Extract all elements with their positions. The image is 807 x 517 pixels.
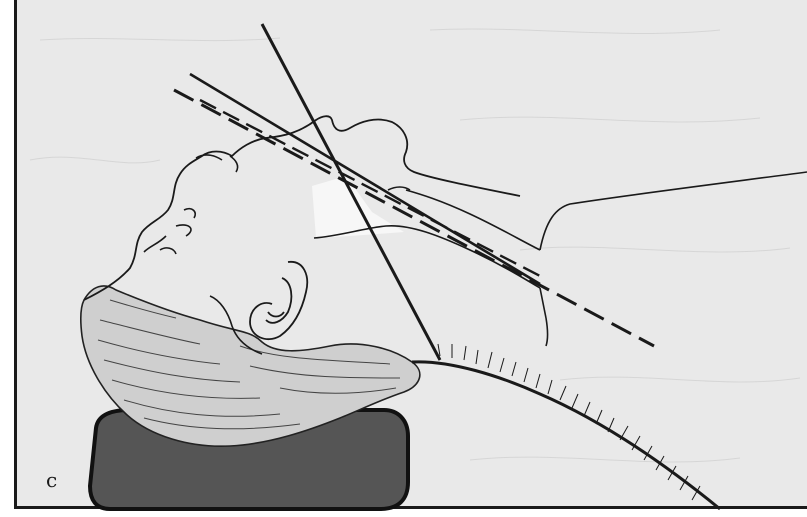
laryngeal-axis-line: [190, 74, 540, 284]
facial-features: [144, 155, 238, 254]
neck-hatching: [438, 344, 700, 500]
pharyngeal-axis-dashed-line: [174, 90, 654, 346]
neck-back-contour: [412, 362, 720, 509]
tracheal-axis-dashed-line: [200, 100, 540, 276]
ear: [250, 262, 307, 339]
face-profile-outline: [84, 116, 520, 300]
panel-label: c: [46, 470, 57, 490]
